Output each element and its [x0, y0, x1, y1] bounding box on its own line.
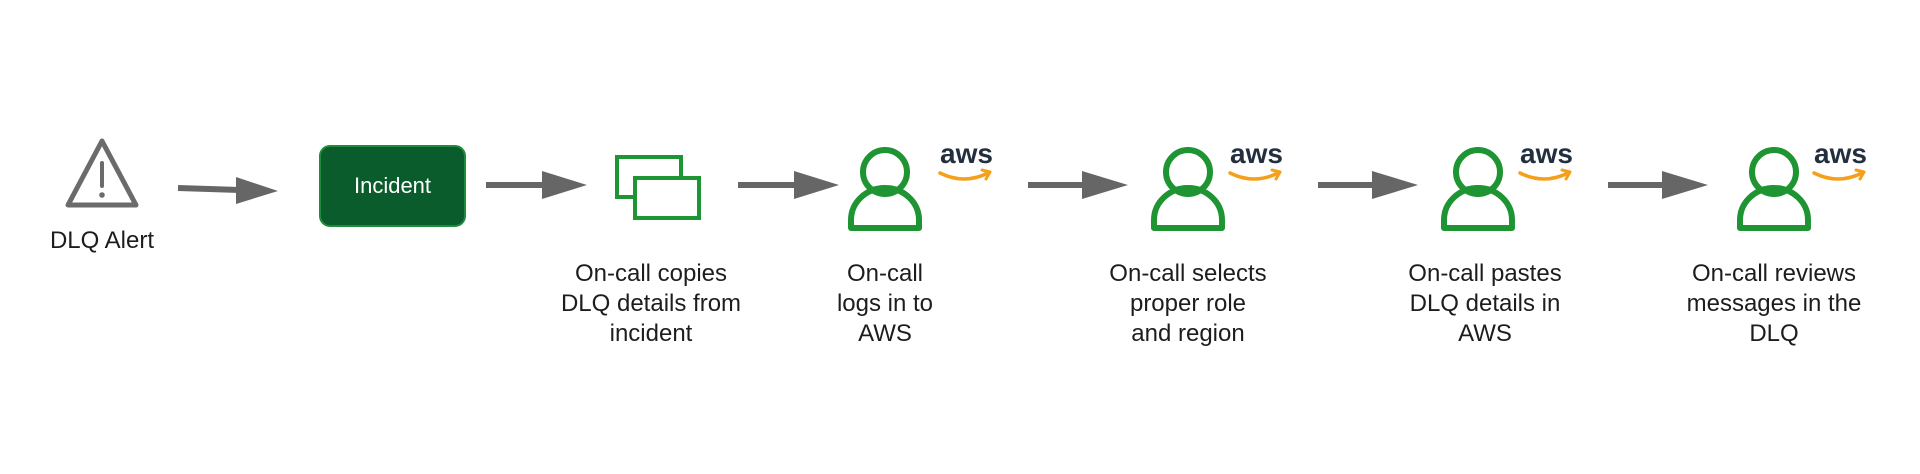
- arrow-3: [738, 171, 839, 199]
- arrow-5: [1318, 171, 1418, 199]
- aws-logo-icon: aws: [1228, 138, 1283, 181]
- copy-windows-icon: [615, 155, 701, 220]
- step-label-select-role: On-call selects proper role and region: [1073, 259, 1303, 349]
- arrow-1: [177, 177, 278, 204]
- step-label-dlq-alert: DLQ Alert: [22, 226, 182, 256]
- aws-logo-icon: aws: [938, 138, 993, 181]
- aws-logo-text: aws: [940, 138, 993, 169]
- arrow-4: [1028, 171, 1128, 199]
- warning-triangle-icon: [65, 138, 139, 208]
- incident-box-label: Incident: [353, 173, 432, 198]
- incident-box: Incident: [319, 145, 466, 227]
- step-label-review-messages: On-call reviews messages in the DLQ: [1656, 259, 1892, 349]
- user-icon: [851, 150, 919, 228]
- aws-logo-text: aws: [1520, 138, 1573, 169]
- label-line: DLQ details in: [1409, 290, 1561, 317]
- aws-logo-icon: aws: [1812, 138, 1867, 181]
- aws-logo-text: aws: [1814, 138, 1867, 169]
- user-icon: [1444, 150, 1512, 228]
- label-line: On-call reviews: [1691, 260, 1857, 287]
- label-line: logs in to: [836, 290, 934, 317]
- label-line: On-call: [846, 260, 924, 287]
- step-label-copy-details: On-call copies DLQ details from incident: [540, 259, 762, 349]
- label-line: DLQ Alert: [49, 227, 155, 254]
- label-line: On-call selects: [1109, 260, 1267, 287]
- user-icon: [1740, 150, 1808, 228]
- label-line: On-call copies: [574, 260, 728, 287]
- arrow-2: [486, 171, 587, 199]
- label-line: AWS: [1458, 320, 1512, 347]
- aws-logo-icon: aws: [1518, 138, 1573, 181]
- step-label-paste-details: On-call pastes DLQ details in AWS: [1370, 259, 1600, 349]
- label-line: DLQ: [1749, 320, 1799, 347]
- arrow-6: [1608, 171, 1708, 199]
- step-label-login: On-call logs in to AWS: [800, 259, 970, 349]
- label-line: On-call pastes: [1408, 260, 1562, 287]
- label-line: messages in the: [1686, 290, 1862, 317]
- label-line: incident: [609, 320, 693, 347]
- aws-logo-text: aws: [1230, 138, 1283, 169]
- label-line: and region: [1131, 320, 1245, 347]
- label-line: proper role: [1129, 290, 1247, 317]
- user-icon: [1154, 150, 1222, 228]
- label-line: DLQ details from: [560, 290, 742, 317]
- label-line: AWS: [858, 320, 912, 347]
